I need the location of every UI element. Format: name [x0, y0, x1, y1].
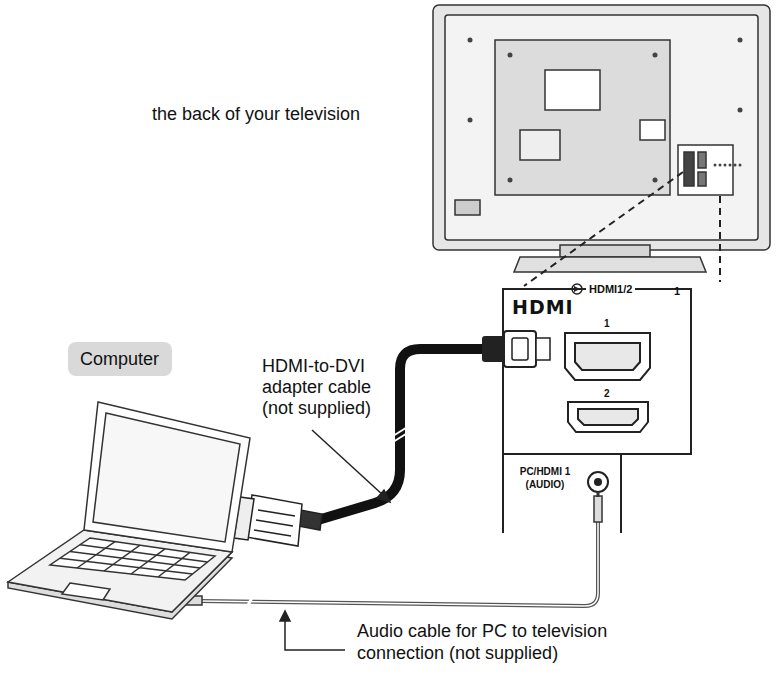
hdmi-port-panel: HDMI1/2HDMIPC/HDMI 1 (AUDIO) — [502, 288, 692, 455]
audio-cable — [200, 520, 598, 606]
port-name: PC/HDMI 1 (AUDIO) — [506, 465, 584, 491]
dvi-connector — [254, 530, 291, 536]
screw-dots — [468, 38, 743, 183]
port-number: 2 — [604, 388, 610, 399]
audio-cable — [200, 520, 598, 606]
television-back — [445, 15, 758, 240]
audio-cable — [246, 594, 254, 609]
zoom-leader — [524, 172, 683, 286]
leader-arrow — [377, 490, 390, 502]
hdmi-port — [575, 343, 640, 370]
audio-jack — [588, 472, 608, 492]
screw-dots — [739, 164, 742, 167]
zoom-leader — [524, 172, 720, 286]
audio-port-panel: PC/HDMI 1 (AUDIO) — [502, 453, 622, 533]
hdmi-dvi-cable — [504, 331, 536, 367]
screw-dots — [738, 38, 743, 43]
screw-dots — [508, 178, 513, 183]
laptop — [84, 402, 250, 552]
leader-arrow — [280, 611, 290, 621]
panel-heading: HDMI1/2 — [586, 281, 635, 297]
dvi-connector — [256, 520, 293, 526]
television-back — [678, 145, 733, 195]
television-back — [495, 40, 670, 195]
laptop — [8, 402, 250, 619]
audio-cable — [597, 492, 600, 497]
screw-dots — [734, 164, 737, 167]
audio-jack — [594, 478, 602, 486]
screw-dots — [719, 164, 722, 167]
television-back — [640, 120, 665, 140]
dvi-connector — [246, 495, 302, 546]
television-back — [514, 257, 706, 272]
zoom-leader — [719, 196, 721, 282]
screw-dots — [508, 53, 513, 58]
hdmi-dvi-cable — [393, 432, 409, 442]
cable-label: HDMI-to-DVI adapter cable (not supplied) — [262, 356, 387, 419]
laptop — [77, 542, 115, 568]
screw-dots — [653, 178, 658, 183]
laptop — [131, 549, 165, 574]
node-label: Computer — [80, 348, 159, 370]
screw-dots — [738, 108, 743, 113]
television-back — [455, 200, 480, 215]
laptop — [104, 545, 140, 571]
dvi-connector — [258, 510, 295, 516]
leader-arrow — [280, 430, 390, 650]
hdmi-dvi-cable — [536, 338, 550, 360]
audio-cable — [594, 496, 602, 522]
port-number: 1 — [604, 318, 610, 329]
hdmi-dvi-cable — [512, 338, 528, 360]
screw-dots — [714, 164, 717, 167]
laptop — [62, 583, 110, 600]
laptop — [158, 552, 190, 577]
television-back — [684, 152, 694, 186]
audio-jack — [588, 472, 608, 492]
screw-dots — [724, 164, 727, 167]
caption-label: the back of your television — [152, 104, 360, 125]
television-back — [545, 70, 600, 110]
laptop — [93, 413, 240, 542]
hdmi-logo: HDMI — [512, 296, 574, 318]
screw-dots — [653, 53, 658, 58]
laptop — [50, 538, 215, 580]
cable-label: Audio cable for PC to television connect… — [357, 620, 657, 664]
hdmi-port — [565, 333, 650, 380]
hdmi-port — [578, 409, 638, 425]
hdmi-port — [565, 333, 650, 432]
television-back — [698, 152, 706, 168]
television-back — [433, 5, 770, 272]
television-back — [520, 130, 560, 160]
screw-dots — [468, 38, 473, 43]
screw-dots — [729, 164, 732, 167]
television-back — [698, 172, 706, 186]
leader-arrow — [285, 618, 345, 650]
hdmi-port — [568, 402, 648, 432]
screw-dots — [468, 118, 473, 123]
callout-number: 1 — [674, 285, 680, 297]
leader-arrow — [312, 430, 384, 496]
computer-box: Computer — [68, 342, 172, 376]
